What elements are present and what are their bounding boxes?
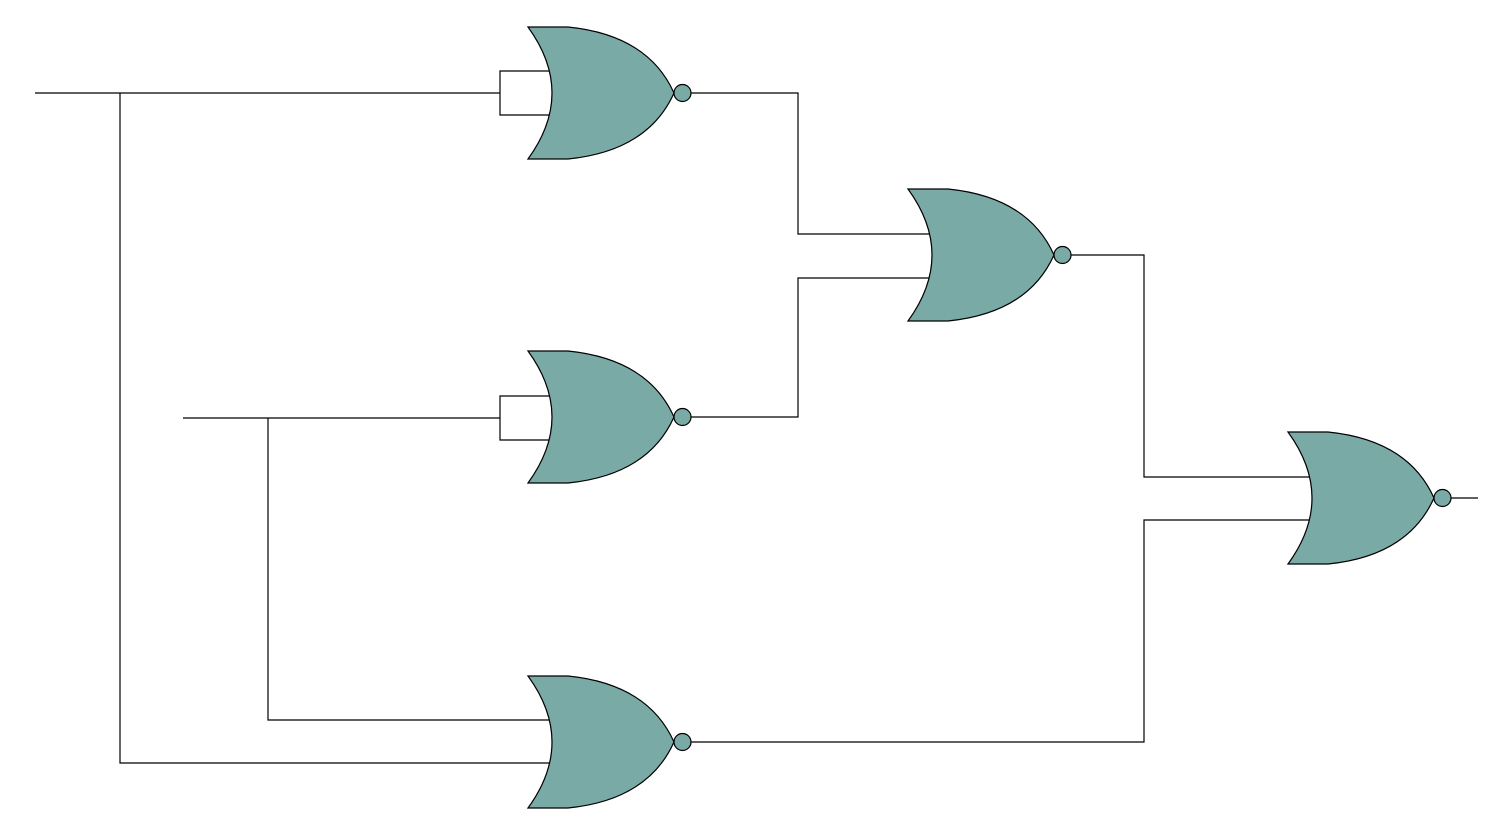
input-a-branch-down xyxy=(119,93,555,764)
wires xyxy=(35,70,1478,764)
nor-gate-3 xyxy=(906,188,1072,322)
nor-gate-2-body xyxy=(526,350,675,484)
gate3-to-gate5-wire xyxy=(1071,254,1316,478)
nor-gate-4 xyxy=(526,675,692,809)
nor-gate-4-body xyxy=(526,675,675,809)
input-b-branch-down xyxy=(267,418,555,721)
gate2-to-gate3-wire xyxy=(691,277,936,418)
gate2-tied-inputs xyxy=(499,395,555,441)
nor-gate-1 xyxy=(526,26,692,160)
nor-gate-4-bubble xyxy=(673,732,692,752)
nor-gate-5-body xyxy=(1286,431,1435,565)
nor-gate-2 xyxy=(526,350,692,484)
nor-gate-5 xyxy=(1286,431,1452,565)
gate1-to-gate3-wire xyxy=(691,92,936,235)
gate1-tied-inputs xyxy=(499,70,555,116)
nor-gate-3-body xyxy=(906,188,1055,322)
nor-gate-2-bubble xyxy=(673,407,692,427)
gate4-to-gate5-wire xyxy=(691,519,1316,743)
nor-gate-5-bubble xyxy=(1433,488,1452,508)
nor-gate-3-bubble xyxy=(1053,245,1072,265)
nor-gate-1-bubble xyxy=(673,83,692,103)
nor-gate-1-body xyxy=(526,26,675,160)
